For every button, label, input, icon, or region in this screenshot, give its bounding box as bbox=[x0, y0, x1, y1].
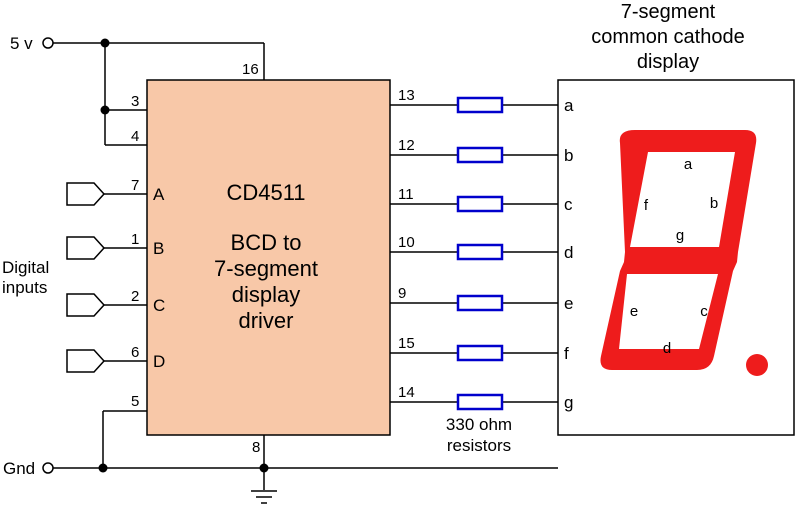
input-connector-a bbox=[66, 182, 106, 206]
display-pin-d: d bbox=[564, 243, 573, 262]
pin-15: 15 bbox=[398, 335, 415, 352]
chip-function-line-3: display bbox=[232, 282, 300, 307]
input-connector-d bbox=[66, 349, 106, 373]
pin-12: 12 bbox=[398, 137, 415, 154]
wires bbox=[53, 42, 558, 490]
pin-4: 4 bbox=[131, 128, 139, 145]
pin-8: 8 bbox=[252, 439, 260, 456]
pin-16: 16 bbox=[242, 61, 259, 78]
resistor-label-line-1: 330 ohm bbox=[446, 415, 512, 434]
vcc-label: 5 v bbox=[10, 34, 33, 53]
pin-2: 2 bbox=[131, 288, 139, 305]
pin-13: 13 bbox=[398, 87, 415, 104]
display-title-line-2: common cathode bbox=[591, 26, 744, 48]
segment-digit-8 bbox=[600, 130, 757, 370]
chip-function-line-1: BCD to bbox=[231, 230, 302, 255]
chip-function-line-4: driver bbox=[238, 308, 293, 333]
segment-label-g: g bbox=[676, 227, 684, 244]
decimal-point bbox=[746, 354, 768, 376]
pin-1: 1 bbox=[131, 231, 139, 248]
resistor-g bbox=[456, 393, 504, 411]
inputs-label-line-1: Digital bbox=[2, 258, 49, 277]
chip-name: CD4511 bbox=[226, 180, 305, 205]
display-title-line-1: 7-segment bbox=[621, 1, 716, 23]
resistor-f bbox=[456, 344, 504, 362]
display-pin-g: g bbox=[564, 393, 573, 412]
pin-6: 6 bbox=[131, 344, 139, 361]
display-pin-c: c bbox=[564, 195, 573, 214]
resistor-label-line-2: resistors bbox=[447, 436, 511, 455]
segment-label-a: a bbox=[684, 156, 693, 173]
segment-label-c: c bbox=[700, 303, 708, 320]
gnd-label: Gnd bbox=[3, 459, 35, 478]
pin-9: 9 bbox=[398, 285, 406, 302]
resistor-b bbox=[456, 146, 504, 164]
resistor-e bbox=[456, 294, 504, 312]
resistor-c bbox=[456, 195, 504, 213]
chip-function-line-2: 7-segment bbox=[214, 256, 318, 281]
inputs-label-line-2: inputs bbox=[2, 278, 47, 297]
pin-name-d: D bbox=[153, 352, 165, 371]
display-title-line-3: display bbox=[637, 51, 699, 73]
pin-10: 10 bbox=[398, 234, 415, 251]
segment-label-b: b bbox=[710, 195, 718, 212]
ic-chip-body bbox=[146, 79, 391, 436]
segment-label-e: e bbox=[630, 303, 638, 320]
display-pin-a: a bbox=[564, 96, 574, 115]
pin-name-c: C bbox=[153, 296, 165, 315]
pin-11: 11 bbox=[398, 186, 414, 203]
vcc-terminal bbox=[42, 37, 54, 49]
display-pin-e: e bbox=[564, 294, 573, 313]
pin-5: 5 bbox=[131, 393, 139, 410]
pin-3: 3 bbox=[131, 93, 139, 110]
junction-dots bbox=[98, 38, 269, 473]
segment-label-d: d bbox=[663, 340, 671, 357]
resistor-a bbox=[456, 96, 504, 114]
resistor-d bbox=[456, 243, 504, 261]
pin-7: 7 bbox=[131, 177, 139, 194]
input-connector-b bbox=[66, 236, 106, 260]
input-connectors bbox=[66, 182, 106, 373]
pin-name-a: A bbox=[153, 185, 165, 204]
pin-name-b: B bbox=[153, 239, 164, 258]
gnd-terminal bbox=[42, 462, 54, 474]
ground-symbol bbox=[251, 490, 277, 504]
resistors bbox=[456, 96, 504, 411]
display-pin-f: f bbox=[564, 344, 569, 363]
input-connector-c bbox=[66, 293, 106, 317]
display-pin-b: b bbox=[564, 146, 573, 165]
segment-label-f: f bbox=[644, 197, 649, 214]
pin-14: 14 bbox=[398, 384, 415, 401]
